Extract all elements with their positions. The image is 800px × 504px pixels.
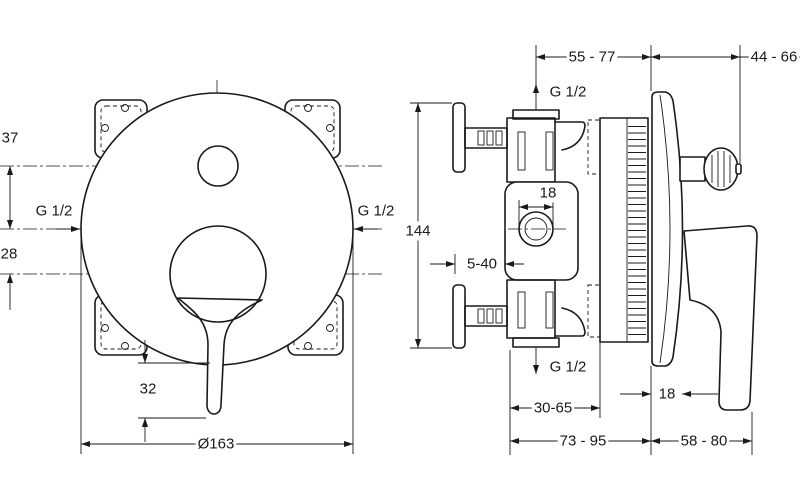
label-background [355, 201, 397, 221]
label-background [566, 47, 618, 67]
bracket-hole [101, 124, 109, 132]
bracket-inner-edge [100, 105, 142, 153]
bracket-hole [304, 342, 312, 350]
rosette [651, 91, 684, 367]
label-sleeve-range: 30-65 [534, 400, 572, 417]
lever-disc [169, 225, 267, 323]
label-background [464, 254, 500, 274]
label-lever-offset: 28 [1, 246, 18, 263]
lever-handle [177, 297, 263, 415]
lower-spindle-slot [545, 291, 554, 329]
bracket-hole [304, 104, 312, 112]
label-background [557, 431, 609, 451]
upper-spindle-slot [545, 131, 554, 171]
label-background [531, 398, 575, 418]
lever-side [683, 225, 758, 411]
label-inlet-left: G 1/2 [36, 203, 73, 220]
label-diverter-offset: 37 [2, 130, 19, 147]
thread-hatching [628, 122, 646, 338]
label-background [33, 201, 75, 221]
label-lever-gap: 18 [659, 386, 676, 403]
label-outlet-top: G 1/2 [550, 84, 587, 101]
bracket-hole [101, 324, 109, 332]
label-background [748, 47, 800, 67]
lower-pipe-slot [486, 308, 494, 324]
label-background [547, 82, 589, 102]
label-background [0, 128, 21, 148]
label-inlet-right: G 1/2 [358, 203, 395, 220]
lower-housing-hook [554, 307, 586, 337]
front-view: 37 G 1/2 28 G 1/2 32 Ø163 [0, 80, 397, 454]
diverter-knob [197, 145, 239, 187]
threaded-sleeve [599, 117, 649, 343]
upper-housing-hook [554, 121, 586, 151]
bracket-hole [326, 324, 334, 332]
label-bore: 18 [540, 185, 557, 202]
diverter-stem [679, 156, 706, 182]
rosette-inner-edge [659, 94, 671, 364]
bracket-hole [121, 342, 129, 350]
label-body-height: 144 [405, 223, 430, 240]
diverter-knob-body [703, 147, 739, 191]
label-background [678, 431, 730, 451]
lower-outlet-nut [512, 337, 560, 348]
upper-pipe-slot [486, 130, 494, 146]
label-outlet-bottom: G 1/2 [550, 359, 587, 376]
label-background [137, 379, 159, 399]
label-background [403, 221, 433, 241]
upper-pipe-slot [477, 130, 485, 146]
label-background [0, 244, 20, 264]
label-knob-projection: 44 - 66 [751, 49, 798, 66]
label-body-to-plate: 55 - 77 [569, 49, 616, 66]
bracket-hole [121, 104, 129, 112]
upper-pipe-slot [495, 130, 503, 146]
label-background [547, 357, 589, 377]
diverter-knob-tip [735, 163, 742, 175]
label-flange-range: 5-40 [467, 256, 497, 273]
label-background [537, 183, 559, 203]
lower-pipe-slot [495, 308, 503, 324]
lower-pipe-slot [477, 308, 485, 324]
bracket-hole [326, 124, 334, 132]
label-cover-diameter: Ø163 [198, 436, 235, 453]
label-background [656, 384, 678, 404]
label-lever-overhang: 32 [140, 381, 157, 398]
label-background [195, 434, 237, 454]
lower-spindle-slot [517, 291, 526, 329]
upper-spindle-slot [517, 131, 526, 171]
label-lever-projection: 58 - 80 [681, 433, 728, 450]
label-wall-depth: 73 - 95 [560, 433, 607, 450]
side-view: 55 - 77 44 - 66 G 1/2 18 144 5-40 G 1/2 … [403, 45, 800, 455]
